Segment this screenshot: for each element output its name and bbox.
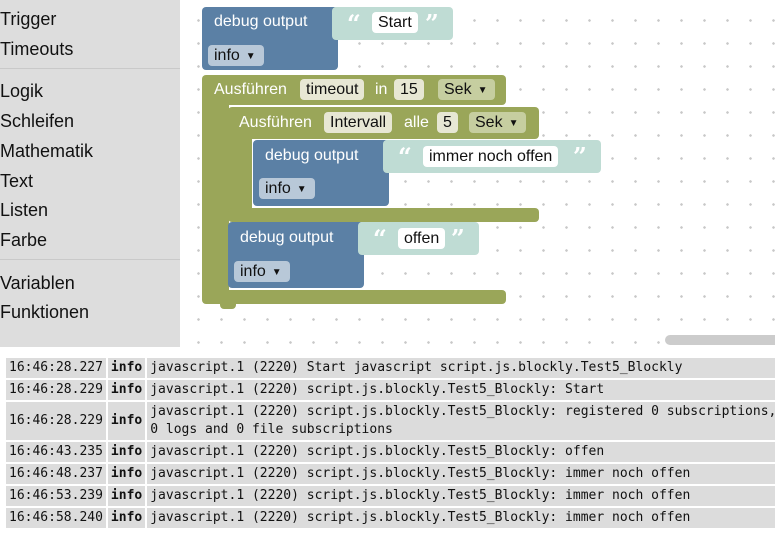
open-quote-icon: “ (398, 142, 412, 171)
chevron-down-icon: ▼ (271, 267, 282, 278)
log-level-dropdown[interactable]: info▼ (234, 261, 290, 282)
timeout-name-field[interactable]: timeout (300, 79, 365, 100)
log-message-cell: javascript.1 (2220) script.js.blockly.Te… (147, 486, 775, 506)
log-time-cell: 16:46:28.229 (6, 402, 106, 440)
log-message-cell: javascript.1 (2220) script.js.blockly.Te… (147, 442, 775, 462)
toolbox-category-text[interactable]: Text (0, 171, 34, 191)
interval-unit-dropdown[interactable]: Sek▼ (469, 112, 527, 133)
chevron-down-icon: ▼ (296, 184, 307, 195)
close-quote-icon: ” (573, 142, 587, 171)
timeout-block-arm (202, 100, 229, 300)
chevron-down-icon: ▼ (508, 118, 519, 129)
interval-period-field[interactable]: 5 (437, 112, 458, 133)
open-quote-icon: “ (347, 9, 361, 38)
interval-name-field[interactable]: Intervall (324, 112, 393, 133)
timeout-unit-dropdown[interactable]: Sek▼ (438, 79, 496, 100)
log-level-dropdown[interactable]: info▼ (259, 178, 315, 199)
close-quote-icon: ” (451, 224, 465, 253)
log-message-cell: javascript.1 (2220) script.js.blockly.Te… (147, 380, 775, 400)
log-time-cell: 16:46:58.240 (6, 508, 106, 528)
toolbox-category-logik[interactable]: Logik (0, 81, 44, 101)
open-quote-icon: “ (373, 224, 387, 253)
timeout-block-bottom (202, 290, 506, 304)
timeout-delay-field[interactable]: 15 (394, 79, 424, 100)
log-message-cell: javascript.1 (2220) Start javascript scr… (147, 358, 775, 378)
debug-output-label: debug output (214, 13, 308, 30)
text-value-field[interactable]: offen (398, 228, 446, 249)
execute-label: Ausführen (214, 81, 287, 98)
toolbox-separator (0, 68, 180, 69)
in-label: in (375, 81, 388, 98)
log-level-cell: info (107, 380, 146, 400)
interval-block[interactable]: Ausführen Intervall alle 5 Sek▼ (228, 107, 539, 139)
interval-block-arm (228, 134, 252, 220)
debug-output-label: debug output (240, 229, 334, 246)
interval-block-bottom (228, 208, 539, 222)
timeout-block[interactable]: Ausführen timeout in 15 Sek▼ (202, 75, 506, 105)
toolbox-category-mathematik[interactable]: Mathematik (0, 141, 94, 161)
log-level-cell: info (107, 464, 146, 484)
text-value-field[interactable]: immer noch offen (423, 146, 559, 167)
log-time-cell: 16:46:53.239 (6, 486, 106, 506)
toolbox-separator (0, 259, 180, 260)
debug-output-block-start[interactable]: debug output info▼ (202, 7, 338, 70)
log-level-cell: info (107, 402, 146, 440)
chevron-down-icon: ▼ (477, 85, 488, 96)
toolbox-category-listen[interactable]: Listen (0, 200, 49, 220)
text-block-open[interactable]: “ offen ” (358, 222, 479, 255)
log-message-cell: javascript.1 (2220) script.js.blockly.Te… (147, 464, 775, 484)
toolbox-category-funktionen[interactable]: Funktionen (0, 302, 90, 322)
text-value-field[interactable]: Start (372, 12, 418, 33)
log-level-cell: info (107, 442, 146, 462)
log-time-cell: 16:46:28.229 (6, 380, 106, 400)
debug-output-label: debug output (265, 147, 359, 164)
toolbox-category-schleifen[interactable]: Schleifen (0, 111, 75, 131)
log-level-cell: info (107, 508, 146, 528)
text-block-start[interactable]: “ Start ” (332, 7, 453, 40)
close-quote-icon: ” (425, 9, 439, 38)
log-level-dropdown[interactable]: info▼ (208, 45, 264, 66)
debug-output-block-open[interactable]: debug output info▼ (228, 222, 364, 288)
text-block-still-open[interactable]: “ immer noch offen ” (383, 140, 601, 173)
every-label: alle (404, 114, 429, 131)
block-connector-notch (220, 303, 236, 309)
execute-label: Ausführen (239, 114, 312, 131)
toolbox-category-trigger[interactable]: Trigger (0, 9, 57, 29)
log-time-cell: 16:46:28.227 (6, 358, 106, 378)
log-time-cell: 16:46:48.237 (6, 464, 106, 484)
toolbox-category-timeouts[interactable]: Timeouts (0, 39, 74, 59)
chevron-down-icon: ▼ (245, 51, 256, 62)
toolbox-category-farbe[interactable]: Farbe (0, 230, 48, 250)
log-time-cell: 16:46:43.235 (6, 442, 106, 462)
log-message-cell: javascript.1 (2220) script.js.blockly.Te… (147, 508, 775, 528)
blockly-toolbox: Trigger Timeouts Logik Schleifen Mathema… (0, 0, 180, 347)
log-level-cell: info (107, 358, 146, 378)
log-level-cell: info (107, 486, 146, 506)
workspace-horizontal-scrollbar[interactable] (665, 335, 775, 345)
log-message-cell: javascript.1 (2220) script.js.blockly.Te… (147, 402, 775, 440)
debug-output-block-still-open[interactable]: debug output info▼ (253, 140, 389, 206)
blockly-workspace[interactable]: debug output info▼ “ Start ” Ausführen t… (180, 0, 775, 347)
toolbox-category-variablen[interactable]: Variablen (0, 273, 75, 293)
